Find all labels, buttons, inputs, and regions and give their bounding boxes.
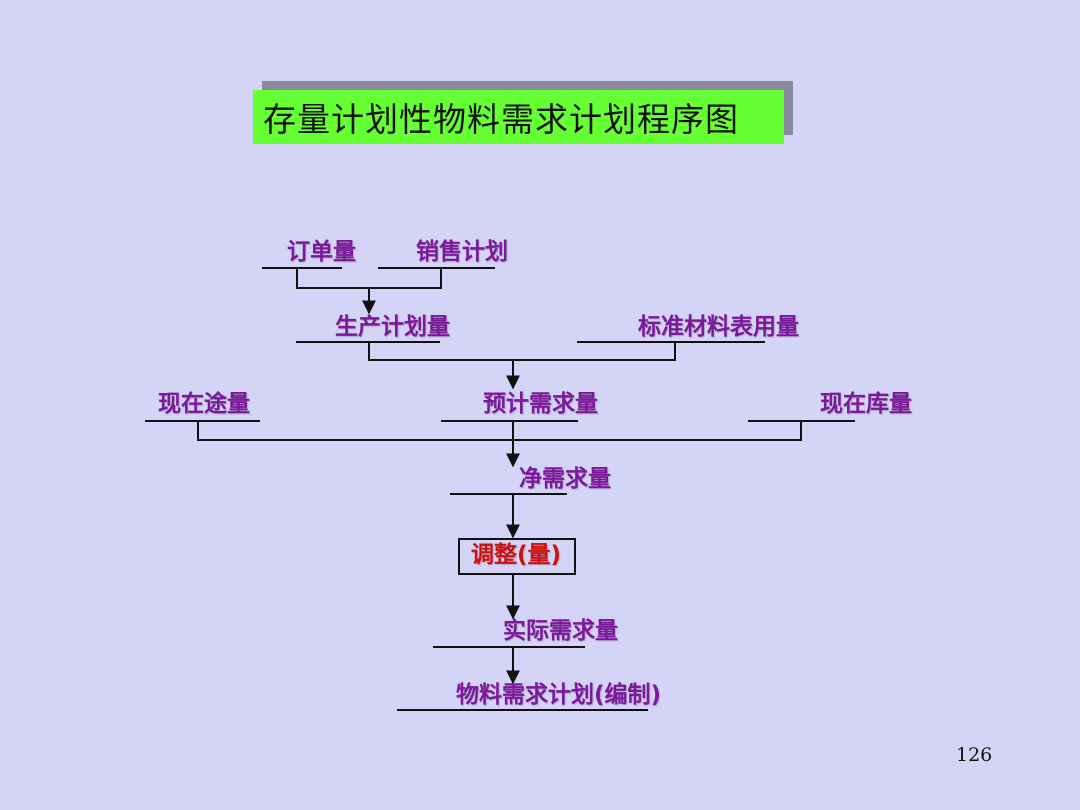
diagram-title: 存量计划性物料需求计划程序图 [253, 90, 784, 144]
node-standard-bom-qty: 标准材料表用量 [638, 314, 799, 340]
node-mrp-compile: 物料需求计划(编制) [456, 682, 662, 708]
adjustment-box [458, 538, 576, 575]
node-in-transit-qty: 现在途量 [158, 391, 250, 417]
node-on-hand-qty: 现在库量 [820, 391, 912, 417]
node-net-demand-qty: 净需求量 [519, 466, 611, 492]
node-actual-demand-qty: 实际需求量 [503, 618, 618, 644]
node-production-plan-qty: 生产计划量 [335, 314, 450, 340]
node-adjustment-qty: 调整(量) [471, 542, 562, 568]
node-order-qty: 订单量 [287, 239, 356, 265]
merge-bracket-2 [368, 342, 676, 361]
merge-bracket-1 [296, 268, 442, 289]
page-number: 126 [956, 744, 993, 766]
node-sales-plan: 销售计划 [416, 239, 508, 265]
merge-bracket-3 [197, 421, 802, 441]
node-projected-demand-qty: 预计需求量 [483, 391, 598, 417]
